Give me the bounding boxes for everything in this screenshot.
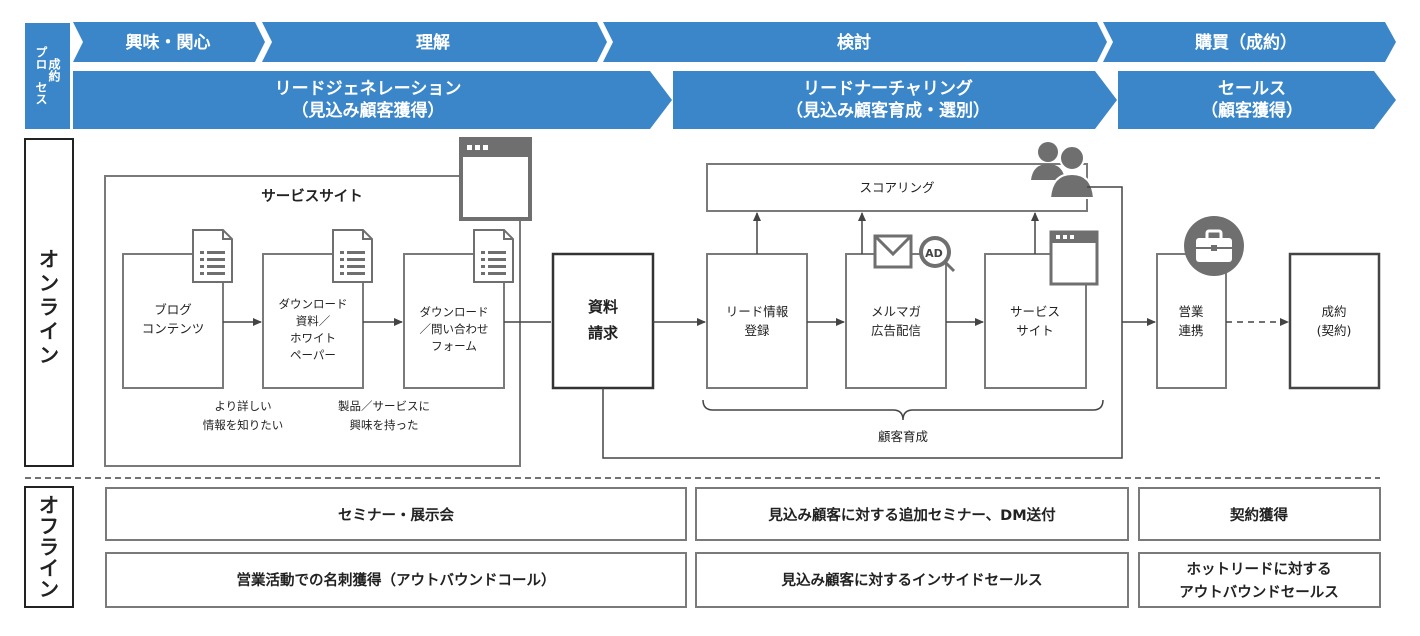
phase-chevron-3: [1118, 71, 1396, 129]
blog-line2: コンテンツ: [142, 321, 205, 336]
stage-chevron-3: [603, 22, 1107, 62]
offline-inside-sales-label: 見込み顧客に対するインサイドセールス: [781, 571, 1043, 589]
blog-line1: ブログ: [154, 302, 192, 317]
ad-icon: AD: [919, 236, 956, 273]
offline-char-2: フ: [39, 514, 59, 538]
phase-row: リードジェネレーション （見込み顧客獲得） リードナーチャリング （見込み顧客育…: [73, 71, 1396, 129]
scoring-label: スコアリング: [859, 180, 934, 195]
phase-chevron-2: [673, 71, 1117, 129]
phase-chevron-1: [73, 71, 672, 129]
stage-label-1: 興味・関心: [126, 32, 211, 53]
sales-link-line2: 連携: [1178, 323, 1203, 338]
offline-contract: 契約獲得: [1138, 487, 1381, 541]
nurture-brace: [702, 399, 1104, 421]
process-label-line1: 成約: [47, 57, 61, 83]
document-icon: [473, 229, 514, 283]
form-line3: フォーム: [431, 339, 477, 353]
deal-node: 成約 (契約): [1288, 252, 1381, 390]
offline-seminar-label: セミナー・展示会: [338, 506, 454, 524]
sales-link-node: 営業 連携: [1156, 253, 1227, 389]
briefcase-icon: [1184, 216, 1244, 276]
request-node: 資料 請求: [551, 252, 655, 390]
offline-char-1: オ: [39, 493, 59, 517]
stage-chevron-1: [73, 22, 265, 62]
phase-2-line1: リードナーチャリング: [803, 78, 973, 99]
mailmag-node: メルマガ 広告配信: [845, 253, 947, 389]
phase-2-line2: （見込み顧客育成・選別）: [786, 100, 990, 121]
ad-badge-text: AD: [925, 247, 943, 260]
deal-line2: (契約): [1317, 323, 1352, 338]
online-char-5: ン: [39, 343, 59, 367]
download-line1: ダウンロード: [279, 297, 348, 311]
offline-contract-label: 契約獲得: [1229, 506, 1288, 524]
browser-window-icon: [1049, 230, 1099, 286]
stage-row: 興味・関心 理解 検討 購買（成約）: [73, 22, 1396, 62]
mailmag-line2: 広告配信: [871, 323, 921, 338]
online-char-2: ン: [39, 271, 59, 295]
offline-additional-seminar-label: 見込み顧客に対する追加セミナー、DM送付: [767, 506, 1056, 524]
phase-3-line1: セールス: [1218, 79, 1286, 99]
offline-sales-activity-label: 営業活動での名刺獲得（アウトバウンドコール）: [237, 571, 556, 589]
nurture-label: 顧客育成: [878, 429, 928, 444]
offline-hot-lead-line1: ホットリードに対する: [1187, 560, 1332, 578]
online-char-3: ラ: [39, 295, 59, 319]
download-line3: ホワイト: [290, 331, 336, 345]
offline-char-5: ン: [39, 577, 59, 601]
lead-register-line1: リード情報: [726, 304, 789, 319]
offline-sales-activity: 営業活動での名刺獲得（アウトバウンドコール）: [105, 552, 687, 608]
document-icon: [192, 229, 233, 283]
browser-window-icon: [459, 137, 532, 221]
scoring-box: スコアリング: [706, 163, 1088, 212]
mail-icon: [873, 234, 913, 269]
caption1-line2: 情報を知りたい: [203, 418, 284, 432]
form-line2: ／問い合わせ: [420, 322, 489, 336]
deal-line1: 成約: [1321, 304, 1346, 319]
stage-label-4: 購買（成約）: [1195, 32, 1297, 53]
offline-additional-seminar: 見込み顧客に対する追加セミナー、DM送付: [695, 487, 1129, 541]
caption1-line1: より詳しい: [214, 399, 271, 413]
offline-char-3: ラ: [39, 535, 59, 559]
lead-register-node: リード情報 登録: [706, 253, 808, 389]
process-label: 成約 プロ セス: [25, 23, 70, 129]
service-site2-line2: サイト: [1016, 323, 1054, 338]
people-icon: [1031, 142, 1096, 199]
stage-chevron-2: [262, 22, 607, 62]
offline-hot-lead: ホットリードに対する アウトバウンドセールス: [1138, 552, 1381, 608]
document-icon: [332, 229, 373, 283]
request-line2: 請求: [588, 324, 619, 342]
service-site-title: サービスサイト: [261, 188, 363, 205]
offline-char-4: イ: [39, 556, 59, 580]
phase-3-line2: （顧客獲得）: [1201, 100, 1303, 121]
line-scoring-to-sales: [1087, 186, 1123, 322]
online-char-4: イ: [39, 319, 59, 343]
download-line4: ペーパー: [290, 348, 336, 362]
phase-1-line2: （見込み顧客獲得）: [292, 100, 445, 121]
offline-seminar: セミナー・展示会: [105, 487, 687, 541]
stage-chevron-4: [1103, 22, 1396, 62]
line-request-loop: [602, 322, 1123, 459]
sales-link-line1: 営業: [1178, 304, 1204, 319]
phase-1-line1: リードジェネレーション: [275, 79, 462, 99]
form-line1: ダウンロード: [420, 305, 489, 319]
caption2-line2: 興味を持った: [350, 418, 419, 432]
offline-hot-lead-line2: アウトバウンドセールス: [1179, 584, 1339, 601]
process-label-line3: セス: [34, 81, 48, 105]
download-line2: 資料／: [296, 314, 331, 328]
offline-label: オ フ ラ イ ン: [24, 486, 74, 608]
online-label: オ ン ラ イ ン: [24, 138, 74, 467]
stage-label-3: 検討: [837, 32, 871, 53]
offline-inside-sales: 見込み顧客に対するインサイドセールス: [695, 552, 1129, 608]
lead-register-line2: 登録: [744, 323, 770, 338]
online-char-1: オ: [39, 247, 59, 271]
process-label-line2: プロ: [34, 46, 48, 70]
request-line1: 資料: [588, 298, 618, 316]
caption2-line1: 製品／サービスに: [338, 399, 430, 413]
stage-label-2: 理解: [416, 32, 450, 53]
service-site2-line1: サービス: [1010, 304, 1060, 319]
mailmag-line1: メルマガ: [871, 304, 921, 319]
